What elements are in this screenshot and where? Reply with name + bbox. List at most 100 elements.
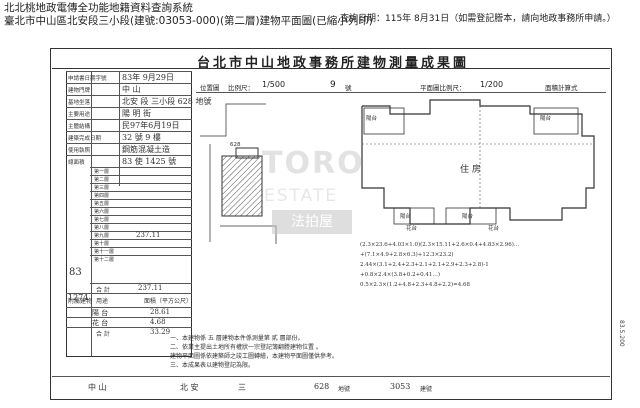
floor-area-entry: 237.11: [136, 231, 161, 239]
table-row-rule: [66, 143, 192, 144]
table-row-rule: [66, 71, 192, 72]
note-line: 建物平面圖係依建築師之竣工圖轉繪，本建物平面圖僅供參考。: [170, 353, 339, 360]
bottom-building-no: 3053: [390, 382, 411, 391]
bottom-strip: 中 山 北 安 三 628 地號 3053 建號: [60, 380, 600, 396]
scale-rule: [196, 92, 606, 93]
row-value: 鋼筋混凝土造: [122, 145, 170, 154]
compute-label: 面積計算式: [545, 84, 578, 92]
scale-label: 比例尺：: [228, 84, 254, 92]
floor-label: 第八層: [94, 225, 110, 231]
lot-number: 628: [230, 142, 241, 148]
floor-label: 第九層: [94, 233, 110, 239]
floor-row-rule: [90, 255, 192, 256]
row-value: 中 山: [122, 85, 141, 94]
compute-line: 2.44×(3.1+2.4+2.3+2.1+2.1+2.9+2.3+2.8)-1: [360, 262, 489, 268]
watermark-sub: ESTATE: [264, 186, 339, 206]
note-line: 三、本成果表以建物登記為限。: [170, 362, 255, 369]
floor-label: 第一層: [94, 169, 110, 175]
row-label: 主體結構: [68, 124, 91, 130]
balcony-label-1: 陽台: [366, 116, 378, 122]
floor-row-rule: [90, 191, 192, 192]
floor-label: 第十一層: [94, 249, 115, 255]
watermark: TORO ESTATE 法拍屋: [262, 146, 365, 246]
row-label: 基地坐落: [68, 100, 91, 106]
side-number: 83: [69, 267, 82, 278]
attach-header: 面積（平方公尺）: [144, 298, 193, 305]
bottom-rule: [52, 376, 610, 377]
subtotal-rule: [90, 283, 192, 284]
floor-row-rule: [90, 247, 192, 248]
side-mark: 83.5.200: [618, 320, 625, 347]
floor-label: 第七層: [94, 217, 110, 223]
query-date: 查詢日期：115年 8月31日（如需登記謄本，請向地政事務所申請。）: [340, 14, 616, 24]
table-divider: [91, 72, 92, 356]
note-line: 一、本建物係 五 層建物本件係測量第 貳 層部份。: [170, 335, 304, 342]
floor-label: 第十層: [94, 241, 110, 247]
floor-label: 第十二層: [94, 257, 115, 263]
table-divider: [119, 72, 120, 186]
area-computation: (2.3×23.6+4.03×1.0)(2.3×15.11+2.6×0.4+4.…: [360, 240, 519, 290]
row-value: 83年 9月29日: [122, 73, 174, 82]
floor-row-rule: [90, 207, 192, 208]
location-map-label: 位置圖: [200, 84, 220, 92]
bottom-lot-label: 地號: [338, 386, 351, 393]
floor-row-rule: [90, 223, 192, 224]
attach-area: 28.61: [150, 308, 171, 316]
floor-row-rule: [90, 239, 192, 240]
notes: 一、本建物係 五 層建物本件係測量第 貳 層部份。二、依業主提出土地所有權狀一宗…: [170, 334, 338, 370]
table-row-rule: [66, 155, 192, 156]
table-row-rule: [66, 131, 192, 132]
row-label: 建築完成日期: [68, 136, 102, 142]
floor-row-rule: [90, 215, 192, 216]
floor-row-rule: [90, 231, 192, 232]
floor-row-rule: [90, 183, 192, 184]
floor-label: 第三層: [94, 185, 110, 191]
floor-row-rule: [90, 199, 192, 200]
subtotal-value: 237.11: [138, 284, 163, 292]
attach-row-rule: [66, 307, 192, 308]
row-label: 使用執照: [68, 148, 91, 154]
row-value: 民97年6月19日: [122, 121, 180, 130]
survey-sheet-frame: [50, 48, 612, 400]
compute-line: +(7.1×4.9+2.8×6.3)+12.3×23.2): [360, 252, 454, 258]
compute-line: 0.5×2.3×(1.2+4.8+2.3+4.8+2.2)=4.68: [360, 282, 471, 288]
sheet-title: 台北市中山地政事務所建物測量成果圖: [196, 56, 469, 71]
row-value: 32 號 9 樓: [122, 133, 161, 142]
plan-scale-value: 1/200: [480, 80, 504, 89]
row-label: 主要用途: [68, 112, 91, 118]
attach-name: 陽 台: [92, 309, 109, 317]
bottom-building-label: 建號: [420, 386, 433, 393]
total-value: 33.29: [150, 328, 171, 336]
watermark-mark: TORO: [262, 146, 365, 181]
table-row-rule: [66, 107, 192, 108]
attach-row-rule: [66, 317, 192, 318]
floor-label: 第五層: [94, 201, 110, 207]
balcony-label-2: 陽台: [540, 116, 552, 122]
attach-name: 花 台: [92, 319, 109, 327]
row-label: 申請書日期字號: [68, 76, 107, 82]
row-value: 北安 段 三小段 628 地號: [122, 97, 212, 106]
floor-row-rule: [90, 175, 192, 176]
attach-header: 用途: [96, 298, 109, 305]
attach-header: 附屬建物: [68, 298, 93, 305]
bottom-subsection: 三: [238, 383, 246, 392]
scale-value: 1/500: [262, 80, 286, 89]
bottom-lot: 628: [314, 382, 330, 391]
row-value: 83 使 1425 號: [122, 157, 177, 166]
planter-label-1: 花台: [406, 226, 418, 232]
bottom-district: 中 山: [88, 383, 107, 392]
title-rule: [52, 68, 610, 69]
compute-line: +0.8×2.4×(3.8+0.2+0.41…): [360, 272, 441, 278]
floor-label: 第四層: [94, 193, 110, 199]
floor-plan: [361, 99, 595, 225]
hw-number-label: 號: [345, 84, 352, 92]
balcony-label-3: 陽台: [400, 214, 412, 220]
row-value: 陽 明 街: [122, 109, 152, 118]
attach-rule: [66, 293, 192, 294]
header-left: 北北桃地政電傳全功能地籍資料查詢系統 臺北市中山區北安段三小段(建號:03053…: [4, 2, 373, 28]
room-label: 住 房: [460, 165, 481, 175]
watermark-box: 法拍屋: [272, 210, 352, 234]
table-row-rule: [66, 95, 192, 96]
total-rule: [66, 327, 192, 328]
row-label: 建物門牌: [68, 88, 91, 94]
